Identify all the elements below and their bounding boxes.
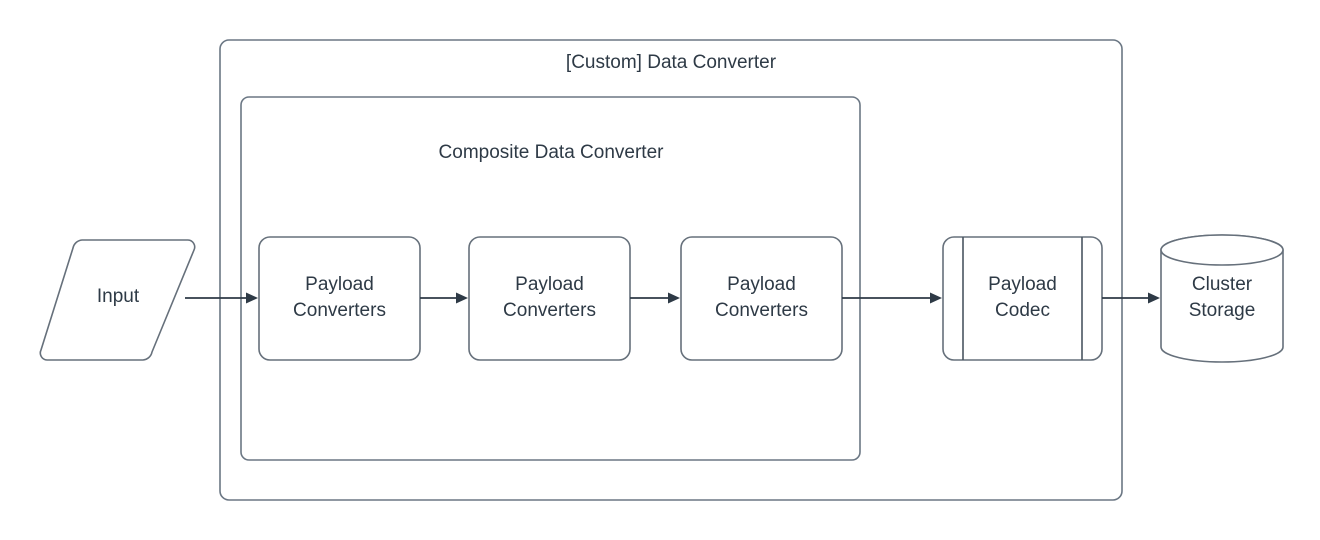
node-input-shape — [39, 239, 196, 361]
edge-pc2-to-pc3-arrowhead — [668, 292, 680, 304]
node-payload-converters-2-label-line2: Converters — [503, 300, 596, 321]
edge-input-to-payload-converters-1 — [185, 292, 258, 304]
container-custom-data-converter-outline — [219, 39, 1123, 501]
node-payload-codec[interactable]: Payload Codec — [942, 236, 1103, 361]
edge-codec-to-storage-arrowhead — [1148, 292, 1160, 304]
node-payload-converters-1-label-line1: Payload — [305, 274, 374, 295]
node-payload-codec-label-line2: Codec — [995, 300, 1050, 321]
node-input-label: Input — [97, 286, 140, 307]
node-payload-converters-1[interactable]: Payload Converters — [258, 236, 421, 361]
container-composite-data-converter-label: Composite Data Converter — [439, 142, 665, 163]
node-payload-codec-label-line1: Payload — [988, 274, 1057, 295]
node-cluster-storage-label-line1: Cluster — [1192, 274, 1253, 295]
edge-payload-converters-1-to-payload-converters-2 — [420, 292, 468, 304]
container-composite-data-converter-outline — [240, 96, 861, 461]
node-cluster-storage-top-ellipse — [1160, 234, 1284, 266]
edge-payload-converters-3-to-payload-codec — [842, 292, 942, 304]
edge-payload-codec-to-cluster-storage — [1102, 292, 1160, 304]
node-payload-converters-3[interactable]: Payload Converters — [680, 236, 843, 361]
container-custom-data-converter[interactable]: [Custom] Data Converter — [219, 39, 1123, 501]
node-input[interactable]: Input — [39, 239, 196, 361]
node-payload-converters-1-shape — [258, 236, 421, 361]
node-payload-converters-2-shape — [468, 236, 631, 361]
edge-pc3-to-codec-arrowhead — [930, 292, 942, 304]
node-cluster-storage[interactable]: Cluster Storage — [1160, 234, 1284, 363]
container-composite-data-converter[interactable]: Composite Data Converter — [240, 96, 861, 461]
node-cluster-storage-label-line2: Storage — [1189, 300, 1256, 321]
edge-pc1-to-pc2-arrowhead — [456, 292, 468, 304]
node-payload-converters-3-shape — [680, 236, 843, 361]
node-payload-converters-3-label-line2: Converters — [715, 300, 808, 321]
node-payload-converters-2-label-line1: Payload — [515, 274, 584, 295]
node-payload-converters-1-label-line2: Converters — [293, 300, 386, 321]
edge-payload-converters-2-to-payload-converters-3 — [630, 292, 680, 304]
node-payload-converters-3-label-line1: Payload — [727, 274, 796, 295]
node-payload-converters-2[interactable]: Payload Converters — [468, 236, 631, 361]
container-custom-data-converter-label: [Custom] Data Converter — [566, 52, 777, 73]
node-payload-codec-shape — [942, 236, 1103, 361]
edge-input-to-pc1-arrowhead — [246, 292, 258, 304]
